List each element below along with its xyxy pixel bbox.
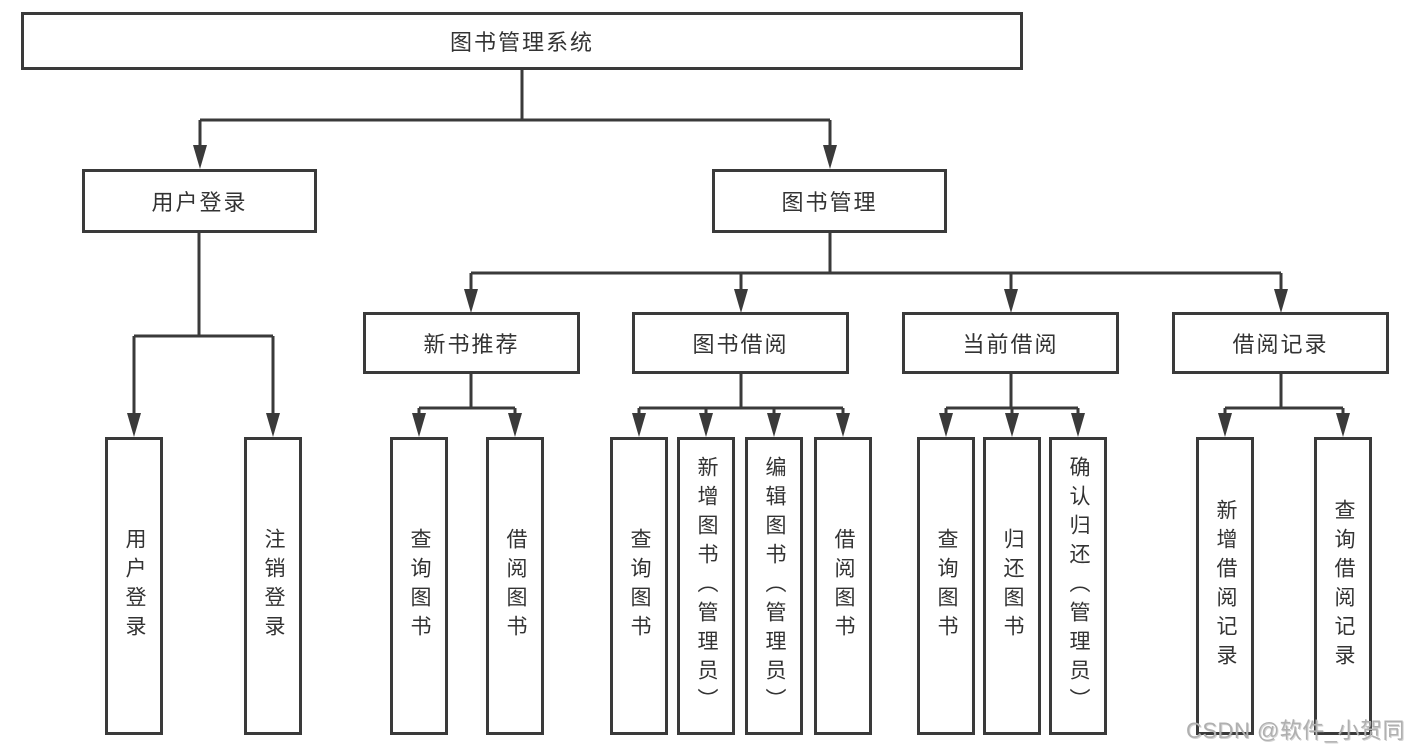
arrowhead xyxy=(699,413,713,437)
node-book-borrow: 图书借阅 xyxy=(632,312,849,374)
arrowhead xyxy=(1004,289,1018,313)
node-user-login: 用户登录 xyxy=(82,169,317,233)
arrowhead xyxy=(1071,413,1085,437)
node-book-management: 图书管理 xyxy=(712,169,947,233)
arrowhead xyxy=(1218,413,1232,437)
arrowhead xyxy=(464,289,478,313)
connector-bookmgmt-to-level3 xyxy=(469,233,1283,295)
connector-newbook-to-leaves xyxy=(417,374,517,419)
arrowhead xyxy=(508,413,522,437)
node-leaf-query-books: 查询图书 xyxy=(390,437,448,735)
arrowhead xyxy=(632,413,646,437)
node-leaf-logout: 注销登录 xyxy=(244,437,302,735)
arrowhead xyxy=(767,413,781,437)
connector-bookborrow-to-leaves xyxy=(637,374,845,419)
arrowhead xyxy=(734,289,748,313)
node-leaf-cb-query-books: 查询图书 xyxy=(917,437,975,735)
node-root: 图书管理系统 xyxy=(21,12,1023,70)
arrowhead xyxy=(1336,413,1350,437)
node-leaf-br-add-record: 新增借阅记录 xyxy=(1196,437,1254,735)
arrowhead xyxy=(836,413,850,437)
node-leaf-br-query-record: 查询借阅记录 xyxy=(1314,437,1372,735)
node-leaf-cb-return-books: 归还图书 xyxy=(983,437,1041,735)
arrowhead xyxy=(939,413,953,437)
node-borrow-record: 借阅记录 xyxy=(1172,312,1389,374)
node-leaf-bb-add-books-admin: 新增图书（管理员） xyxy=(677,437,735,735)
node-new-book-recommend: 新书推荐 xyxy=(363,312,580,374)
node-leaf-cb-confirm-return-admin: 确认归还（管理员） xyxy=(1049,437,1107,735)
connector-userlogin-to-leaves xyxy=(132,233,275,419)
node-leaf-user-login: 用户登录 xyxy=(105,437,163,735)
node-leaf-bb-query-books: 查询图书 xyxy=(610,437,668,735)
arrowhead xyxy=(266,413,280,437)
node-leaf-borrow-books: 借阅图书 xyxy=(486,437,544,735)
connector-root-to-level2 xyxy=(198,70,832,151)
node-leaf-bb-borrow-books: 借阅图书 xyxy=(814,437,872,735)
connector-currentborrow-to-leaves xyxy=(944,374,1080,419)
arrowhead xyxy=(1274,289,1288,313)
arrowhead xyxy=(127,413,141,437)
arrowhead xyxy=(823,145,837,169)
node-leaf-bb-edit-books-admin: 编辑图书（管理员） xyxy=(745,437,803,735)
connector-borrowrecord-to-leaves xyxy=(1223,374,1345,419)
watermark-text: CSDN @软件_小贺同学 xyxy=(1186,718,1405,743)
arrowhead xyxy=(193,145,207,169)
node-current-borrow: 当前借阅 xyxy=(902,312,1119,374)
arrowhead xyxy=(1005,413,1019,437)
arrowhead xyxy=(412,413,426,437)
